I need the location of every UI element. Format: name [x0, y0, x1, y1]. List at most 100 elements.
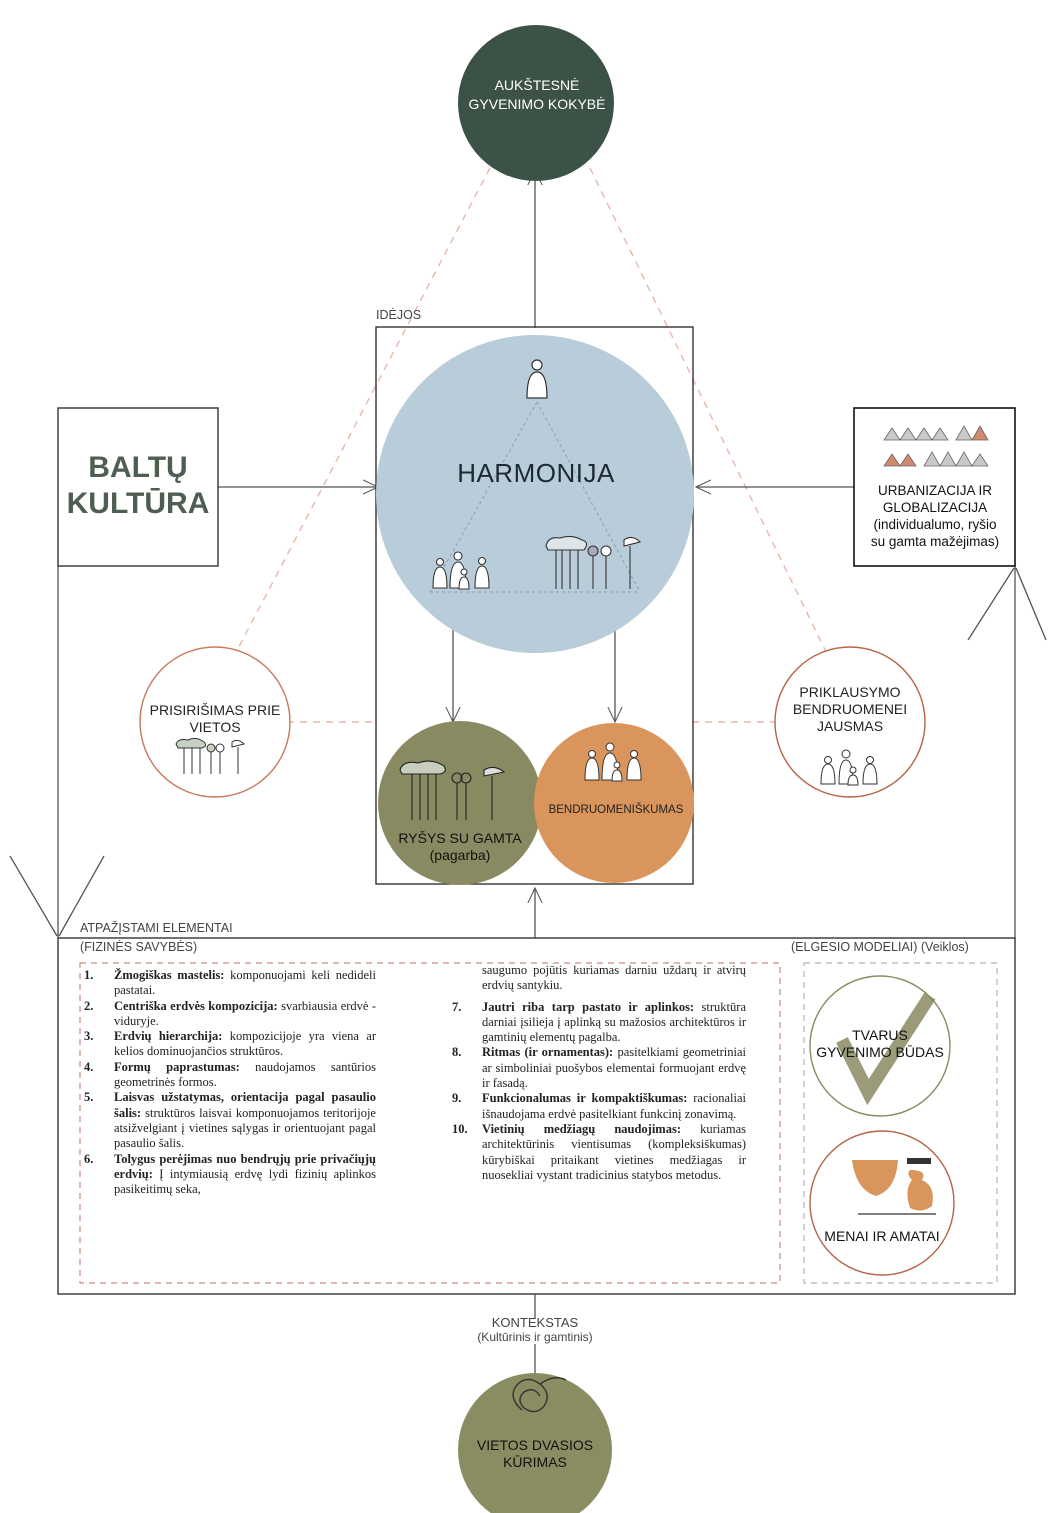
- context-line1: KONTEKSTAS: [491, 1315, 579, 1330]
- right-box-line4: su gamta mažėjimas): [870, 534, 1000, 549]
- list-item-text: svarbiausia erdvė - viduryje.: [114, 998, 377, 1028]
- checkmark-icon: [836, 992, 936, 1106]
- right-box: [853, 407, 1016, 567]
- sustainable-line1: TVARUS: [852, 1027, 908, 1043]
- ideas-label: IDĖJOS: [376, 308, 422, 322]
- list-item-title: Laisvas užstatymas, orientacija pagal pa…: [114, 1090, 376, 1120]
- list-item-num: 5.: [84, 1090, 94, 1105]
- list-item-title: Jautri riba tarp pastato ir aplinkos:: [482, 999, 695, 1014]
- list-item-text: racionaliai išnaudojama erdvė pasitelkia…: [482, 1091, 746, 1121]
- list-item-title: Vietinių medžiagų naudojimas:: [482, 1121, 681, 1136]
- list-item: 8. Ritmas (ir ornamentas): pasitelkiami g…: [452, 1045, 746, 1091]
- right-circle-label: PRIKLAUSYMO BENDRUOMENEI JAUSMAS: [775, 684, 925, 735]
- elements-label: ATPAŽĮSTAMI ELEMENTAI: [80, 921, 233, 935]
- col2-lead-text: saugumo pojūtis kuriamas darniu uždarų i…: [482, 963, 746, 993]
- bottom-circle-label: VIETOS DVASIOS KŪRIMAS: [460, 1437, 610, 1471]
- list-item-title: Ritmas (ir ornamentas):: [482, 1045, 614, 1060]
- left-circle-label: PRISIRIŠIMAS PRIE VIETOS: [140, 702, 290, 736]
- list-item: 10. Vietinių medžiagų naudojimas: kuriama…: [452, 1122, 746, 1183]
- community-circle-label: BENDRUOMENIŠKUMAS: [548, 804, 684, 816]
- right-box-line2: GLOBALIZACIJA: [882, 500, 988, 515]
- left-box: [57, 407, 219, 567]
- bottom-circle: [458, 1373, 612, 1513]
- list-item-text: struktūra darniai įsilieja į aplinką su …: [482, 999, 746, 1045]
- list-item: 4. Formų paprastumas: naudojamos santūrio…: [84, 1060, 376, 1091]
- trees-icon: [545, 535, 642, 589]
- houses-icon: [883, 425, 989, 467]
- right-box-text: URBANIZACIJA IR GLOBALIZACIJA (individua…: [856, 482, 1014, 550]
- community-circle: [534, 723, 694, 883]
- left-box-line1: BALTŲ: [88, 451, 188, 484]
- list-item-text: kompozicijoje yra viena ar kelios dominu…: [114, 1029, 377, 1059]
- left-trees-icon: [175, 737, 245, 774]
- nature-circle-line2: (pagarba): [429, 847, 491, 863]
- nature-circle-line1: RYŠYS SU GAMTA: [398, 830, 522, 846]
- harmony-title: HARMONIJA: [457, 458, 615, 488]
- list-item: 7.Jautri riba tarp pastato ir aplinkos: …: [452, 1000, 746, 1046]
- behaviour-label: (ELGESIO MODELIAI) (Veiklos): [791, 940, 969, 954]
- right-circle-line3: JAUSMAS: [816, 718, 884, 734]
- context-label: KONTEKSTAS (Kultūrinis ir gamtinis): [435, 1315, 635, 1345]
- list-item: 1. Žmogiškas mastelis: komponuojami keli …: [84, 968, 376, 999]
- list-item-num: 1.: [84, 968, 94, 982]
- list-item: 6.Tolygus perėjimas nuo bendrųjų prie pr…: [84, 1152, 376, 1198]
- list-item-text: pasitelkiami geometriniai ar simboliniai…: [482, 1045, 746, 1091]
- arts-label: MENAI IR AMATAI: [824, 1228, 940, 1244]
- right-box-line3: (individualumo, ryšio: [873, 517, 997, 532]
- list-item-text: Į intymiausią erdvę lydi fizinių aplinko…: [114, 1166, 376, 1197]
- right-circle: [774, 646, 926, 798]
- left-box-line2: KULTŪRA: [66, 487, 210, 520]
- list-item-num: 10.: [452, 1121, 468, 1136]
- elements-list-col2: saugumo pojūtis kuriamas darniu uždarų i…: [452, 963, 746, 1183]
- list-item-title: Tolygus perėjimas nuo bendrųjų prie priv…: [114, 1151, 376, 1181]
- physical-label: (FIZINĖS SAVYBĖS): [80, 940, 198, 954]
- left-circle-line2: VIETOS: [189, 719, 241, 735]
- top-circle-label: AUKŠTESNĖ GYVENIMO KOKYBĖ: [462, 76, 612, 114]
- list-item-title: Centriška erdvės kompozicija:: [114, 998, 278, 1013]
- list-item: 3. Erdvių hierarchija: kompozicijoje yra …: [84, 1029, 376, 1060]
- context-line2: (Kultūrinis ir gamtinis): [477, 1330, 593, 1344]
- bottom-circle-line1: VIETOS DVASIOS: [476, 1437, 594, 1453]
- right-circle-line2: BENDRUOMENEI: [792, 701, 908, 717]
- person-icon: [526, 359, 548, 399]
- list-item-text: naudojamos santūrios geometrinės formos.: [114, 1059, 376, 1090]
- list-item-text: komponuojami keli nedideli pastatai.: [114, 968, 376, 998]
- top-circle-line2: GYVENIMO KOKYBĖ: [468, 96, 606, 112]
- right-box-line1: URBANIZACIJA IR: [877, 483, 993, 498]
- left-box-title: BALTŲ KULTŪRA: [58, 450, 218, 522]
- elements-frame: [57, 937, 1016, 1295]
- list-item-title: Funkcionalumas ir kompaktiškumas:: [482, 1091, 688, 1106]
- right-people-icon: [820, 749, 878, 786]
- list-item: 2. Centriška erdvės kompozicija: svarbiau…: [84, 999, 376, 1030]
- nature-circle: [378, 721, 542, 885]
- list-item-num: 2.: [84, 998, 94, 1013]
- list-item: 5. Laisvas užstatymas, orientacija pagal …: [84, 1090, 376, 1151]
- left-circle: [139, 646, 291, 798]
- list-item-num: 8.: [452, 1045, 462, 1060]
- harmony-triangle: [429, 401, 641, 593]
- list-item-text: struktūros laisvai komponuojamos teritor…: [114, 1105, 376, 1151]
- sustainable-line2: GYVENIMO BŪDAS: [816, 1044, 944, 1060]
- arts-circle: [809, 1130, 955, 1276]
- pottery-icon: [852, 1158, 936, 1215]
- elements-list-col1: 1. Žmogiškas mastelis: komponuojami keli …: [84, 968, 376, 1197]
- list-item-num: 3.: [84, 1029, 94, 1044]
- dashed-triangle: [231, 167, 831, 723]
- left-circle-line1: PRISIRIŠIMAS PRIE: [149, 702, 281, 718]
- list-item-text: kuriamas architektūrinis vientisumas (ko…: [482, 1121, 746, 1182]
- bottom-circle-line2: KŪRIMAS: [503, 1454, 567, 1470]
- right-circle-line1: PRIKLAUSYMO: [799, 684, 901, 700]
- list-item-title: Žmogiškas mastelis:: [114, 968, 225, 982]
- nature-circle-label: RYŠYS SU GAMTA (pagarba): [385, 830, 535, 864]
- people-group-icon: [432, 551, 490, 590]
- sustainable-label: TVARUS GYVENIMO BŪDAS: [805, 1027, 955, 1061]
- top-circle-line1: AUKŠTESNĖ: [494, 77, 580, 93]
- list-item-num: 7.: [452, 999, 462, 1014]
- list-item-title: Formų paprastumas:: [114, 1059, 240, 1074]
- community-people-icon: [584, 742, 642, 782]
- list-item-title: Erdvių hierarchija:: [114, 1029, 223, 1044]
- list-item-num: 4.: [84, 1059, 94, 1074]
- nature-trees-icon: [399, 760, 506, 820]
- list-item: 9.Funkcionalumas ir kompaktiškumas: raci…: [452, 1091, 746, 1122]
